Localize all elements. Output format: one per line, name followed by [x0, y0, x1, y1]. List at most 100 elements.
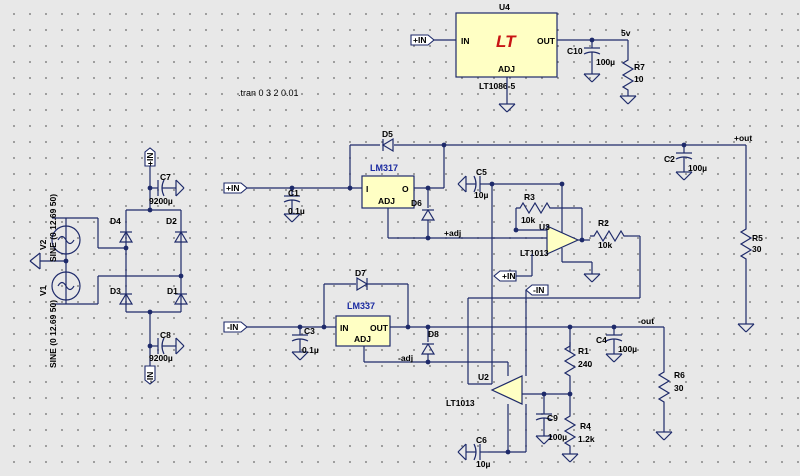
- svg-text:SINE (0 12.69 50): SINE (0 12.69 50): [48, 194, 58, 262]
- flag-minus-in-lm337[interactable]: -IN: [223, 321, 248, 333]
- svg-text:C1: C1: [288, 188, 299, 198]
- resistor-r2[interactable]: R2 10k: [589, 218, 629, 250]
- svg-text:C6: C6: [476, 435, 487, 445]
- net-label-plus-out: +out: [734, 133, 752, 143]
- u4-pin-out-label: OUT: [537, 36, 556, 46]
- opamp-u2[interactable]: U2 LT1013: [446, 372, 523, 408]
- capacitor-c7[interactable]: C7 9200µ: [149, 172, 185, 206]
- svg-text:D4: D4: [110, 216, 121, 226]
- resistor-r7[interactable]: R7 10: [619, 40, 645, 105]
- capacitor-c6[interactable]: C6 10µ: [457, 435, 490, 469]
- svg-text:R2: R2: [598, 218, 609, 228]
- u4-ref-label: U4: [499, 2, 510, 12]
- svg-text:+IN: +IN: [226, 183, 239, 193]
- diode-d8[interactable]: D8: [421, 329, 439, 355]
- svg-text:30: 30: [752, 244, 762, 254]
- capacitor-c4[interactable]: C4 100µ: [596, 326, 637, 363]
- opamp-u3[interactable]: U3 LT1013: [520, 222, 580, 258]
- capacitor-c1[interactable]: C1 0.1µ: [283, 187, 305, 223]
- svg-text:240: 240: [578, 359, 592, 369]
- svg-text:D3: D3: [110, 286, 121, 296]
- flag-minus-in-bridge[interactable]: -IN: [144, 365, 156, 385]
- net-label-minus-out: -out: [638, 316, 654, 326]
- svg-text:R7: R7: [634, 62, 645, 72]
- diode-d4[interactable]: D4: [110, 216, 133, 243]
- svg-text:D5: D5: [382, 129, 393, 139]
- svg-text:1.2k: 1.2k: [578, 434, 595, 444]
- svg-text:R6: R6: [674, 370, 685, 380]
- u4-pin-in-label: IN: [461, 36, 470, 46]
- net-label-plus-adj: +adj: [444, 228, 461, 238]
- svg-text:100µ: 100µ: [688, 163, 707, 173]
- svg-text:9200µ: 9200µ: [149, 196, 173, 206]
- diode-d2[interactable]: D2: [166, 216, 188, 243]
- svg-text:R5: R5: [752, 233, 763, 243]
- svg-text:0.1µ: 0.1µ: [288, 206, 305, 216]
- lm337-regulator[interactable]: LM337 IN OUT ADJ: [335, 301, 391, 347]
- svg-text:ADJ: ADJ: [354, 334, 371, 344]
- resistor-r5[interactable]: R5 30: [740, 224, 763, 264]
- u4-part-label: LT1086-5: [479, 81, 515, 91]
- svg-text:R3: R3: [524, 192, 535, 202]
- flag-plus-in-u3[interactable]: +IN: [493, 270, 517, 282]
- resistor-r3[interactable]: R3 10k: [515, 192, 555, 225]
- svg-text:V1: V1: [38, 285, 48, 296]
- svg-text:R1: R1: [578, 346, 589, 356]
- svg-text:D1: D1: [167, 286, 178, 296]
- svg-text:R4: R4: [580, 421, 591, 431]
- svg-text:10µ: 10µ: [476, 459, 490, 469]
- svg-text:30: 30: [674, 383, 684, 393]
- diode-d3[interactable]: D3: [110, 286, 133, 305]
- svg-text:C10: C10: [567, 46, 583, 56]
- lm317-regulator[interactable]: LM317 I O ADJ: [361, 163, 415, 209]
- voltage-source-v1[interactable]: V1 SINE (0 12.69 50): [38, 271, 81, 368]
- voltage-source-v2[interactable]: V2 SINE (0 12.69 50): [38, 194, 81, 262]
- svg-text:OUT: OUT: [370, 323, 389, 333]
- svg-text:-IN: -IN: [145, 372, 155, 383]
- resistor-r1[interactable]: R1 240: [564, 341, 592, 381]
- svg-text:100µ: 100µ: [548, 432, 567, 442]
- svg-text:O: O: [402, 184, 409, 194]
- capacitor-c2[interactable]: C2 100µ: [664, 144, 707, 181]
- svg-text:C3: C3: [304, 326, 315, 336]
- diode-d5[interactable]: D5: [382, 129, 394, 152]
- lt-logo-icon: LT: [496, 32, 517, 51]
- resistor-r4[interactable]: R4 1.2k: [564, 411, 595, 451]
- diode-d7[interactable]: D7: [355, 268, 368, 291]
- flag-plus-in-bridge[interactable]: +IN: [144, 147, 156, 167]
- svg-text:I: I: [366, 184, 368, 194]
- svg-text:U2: U2: [478, 372, 489, 382]
- svg-text:10k: 10k: [521, 215, 535, 225]
- svg-text:100µ: 100µ: [618, 344, 637, 354]
- net-label-5v: 5v: [621, 28, 631, 38]
- junctions: [63, 37, 687, 455]
- svg-text:C5: C5: [476, 167, 487, 177]
- spice-directive[interactable]: .tran 0 3 2 0.01: [238, 88, 299, 98]
- svg-text:U3: U3: [539, 222, 550, 232]
- svg-text:C2: C2: [664, 154, 675, 164]
- u4-pin-adj-label: ADJ: [498, 64, 515, 74]
- capacitor-c5[interactable]: C5 10µ: [457, 167, 489, 200]
- ground-left-icon: [29, 252, 41, 270]
- capacitor-c10[interactable]: C10 100µ: [567, 39, 615, 83]
- diode-d1[interactable]: D1: [167, 286, 188, 305]
- u4-regulator[interactable]: U4 IN OUT ADJ LT LT1086-5: [455, 2, 558, 91]
- ground-icon: [498, 103, 516, 113]
- resistor-r6[interactable]: R6 30: [658, 367, 685, 407]
- flag-plus-in-lm317[interactable]: +IN: [223, 182, 248, 194]
- capacitor-c3[interactable]: C3 0.1µ: [291, 326, 319, 361]
- flag-plus-in-top[interactable]: +IN: [410, 34, 435, 46]
- svg-text:LM317: LM317: [370, 163, 398, 173]
- svg-text:ADJ: ADJ: [378, 196, 395, 206]
- svg-text:D7: D7: [355, 268, 366, 278]
- svg-text:100µ: 100µ: [596, 57, 615, 67]
- diode-d6[interactable]: D6: [411, 198, 435, 221]
- svg-text:LT1013: LT1013: [446, 398, 475, 408]
- svg-text:LM337: LM337: [347, 301, 375, 311]
- capacitor-c9[interactable]: C9 100µ: [535, 394, 567, 445]
- capacitor-c8[interactable]: C8 9200µ: [149, 330, 185, 363]
- svg-text:C4: C4: [596, 335, 607, 345]
- flag-minus-in-u3[interactable]: -IN: [525, 284, 549, 296]
- svg-text:C8: C8: [160, 330, 171, 340]
